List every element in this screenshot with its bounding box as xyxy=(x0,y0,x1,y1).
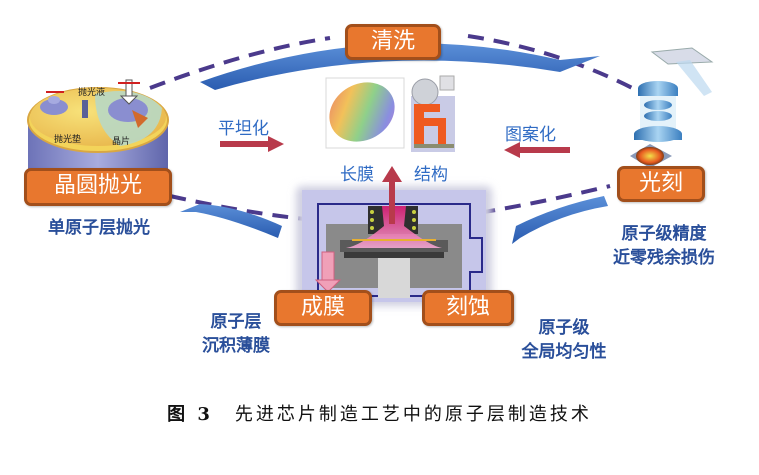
deposition-note-line1: 原子层 xyxy=(210,312,262,332)
lithography-note-line2: 近零残余损伤 xyxy=(613,248,715,268)
planarization-arrow xyxy=(220,136,284,152)
wafer-image xyxy=(325,77,405,149)
figure-title: 先进芯片制造工艺中的原子层制造技术 xyxy=(234,404,592,425)
cycle-arrow-left xyxy=(180,204,282,238)
polisher-label-slurry: 抛光液 xyxy=(78,86,105,98)
structure-image xyxy=(411,75,455,152)
polisher-label-pad: 抛光垫 xyxy=(54,133,81,145)
step-cleaning: 清洗 xyxy=(345,24,441,60)
polisher-label-wafer: 晶片 xyxy=(112,135,130,147)
patterning-label: 图案化 xyxy=(505,125,556,145)
cycle-arrow-top xyxy=(200,43,600,90)
planarization-label: 平坦化 xyxy=(218,119,269,139)
lithography-note: 原子级精度 近零残余损伤 xyxy=(594,222,734,270)
cycle-arrow-right xyxy=(512,196,608,244)
deposition-arrow xyxy=(314,251,342,293)
etching-note: 原子级 全局均匀性 xyxy=(504,316,624,364)
step-deposition: 成膜 xyxy=(274,290,372,326)
step-lithography: 光刻 xyxy=(617,166,705,202)
lithography-note-line1: 原子级精度 xyxy=(621,224,707,244)
polishing-note: 单原子层抛光 xyxy=(48,218,150,238)
etching-note-line2: 全局均匀性 xyxy=(521,342,607,362)
film-growth-label: 长膜 xyxy=(340,165,374,185)
figure-number: 图 3 xyxy=(167,404,213,425)
figure-caption: 图 3 先进芯片制造工艺中的原子层制造技术 xyxy=(0,400,759,426)
deposition-note: 原子层 沉积薄膜 xyxy=(186,310,286,358)
deposition-note-line2: 沉积薄膜 xyxy=(202,336,270,356)
structure-label: 结构 xyxy=(414,165,448,185)
patterning-arrow xyxy=(504,142,570,158)
etching-note-line1: 原子级 xyxy=(538,318,590,338)
growth-arrow xyxy=(382,166,402,224)
lithography-optics xyxy=(630,47,714,168)
step-etching: 刻蚀 xyxy=(422,290,514,326)
step-wafer-polishing: 晶圆抛光 xyxy=(24,168,172,206)
